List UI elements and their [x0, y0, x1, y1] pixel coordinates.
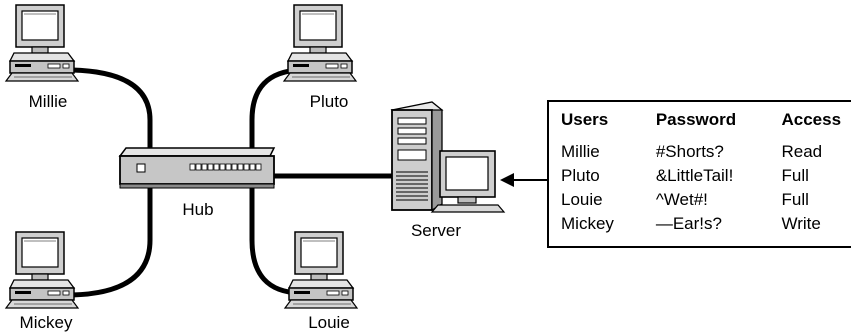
access-table-grid: Users Password Access Millie #Shorts? Re… [561, 110, 851, 236]
header-password: Password [655, 110, 737, 129]
table-row: Millie #Shorts? Read [561, 140, 851, 164]
arrowhead-icon [500, 173, 514, 187]
hub: Hub [118, 147, 276, 219]
header-access: Access [781, 110, 842, 129]
arrow [500, 173, 547, 187]
cell-access: Write [781, 214, 821, 233]
header-users: Users [561, 110, 609, 129]
computer-millie: Millie [5, 4, 79, 111]
cell-user: Mickey [561, 214, 614, 233]
table-header-row: Users Password Access [561, 110, 851, 140]
cell-user: Millie [561, 142, 600, 161]
label-louie: Louie [308, 313, 350, 332]
cell-access: Read [781, 142, 823, 161]
cell-user: Pluto [561, 166, 600, 185]
table-row: Pluto &LittleTail! Full [561, 164, 851, 188]
access-table: Users Password Access Millie #Shorts? Re… [547, 100, 851, 248]
cell-password: #Shorts? [655, 142, 724, 161]
label-server: Server [411, 221, 461, 240]
computer-icon [5, 4, 79, 82]
label-mickey: Mickey [20, 313, 73, 332]
table-row: Louie ^Wet#! Full [561, 188, 851, 212]
computer-louie: Louie [284, 231, 358, 332]
hub-icon [118, 147, 276, 157]
computer-mickey: Mickey [5, 231, 79, 332]
cell-password: &LittleTail! [655, 166, 734, 185]
cell-access: Full [781, 166, 809, 185]
label-millie: Millie [29, 92, 68, 111]
computer-pluto: Pluto [283, 4, 357, 111]
label-hub: Hub [182, 200, 213, 219]
computer-icon [284, 231, 358, 309]
computer-icon [5, 231, 79, 309]
label-pluto: Pluto [310, 92, 349, 111]
cell-access: Full [781, 190, 809, 209]
cable-mickey [69, 185, 153, 298]
table-row: Mickey —Ear!s? Write [561, 212, 851, 236]
cell-password: —Ear!s? [655, 214, 722, 233]
computer-icon [283, 4, 357, 82]
server: Server [390, 101, 506, 240]
cable-louie [249, 185, 303, 296]
cell-user: Louie [561, 190, 603, 209]
cell-password: ^Wet#! [655, 190, 708, 209]
cable-millie [69, 67, 153, 150]
